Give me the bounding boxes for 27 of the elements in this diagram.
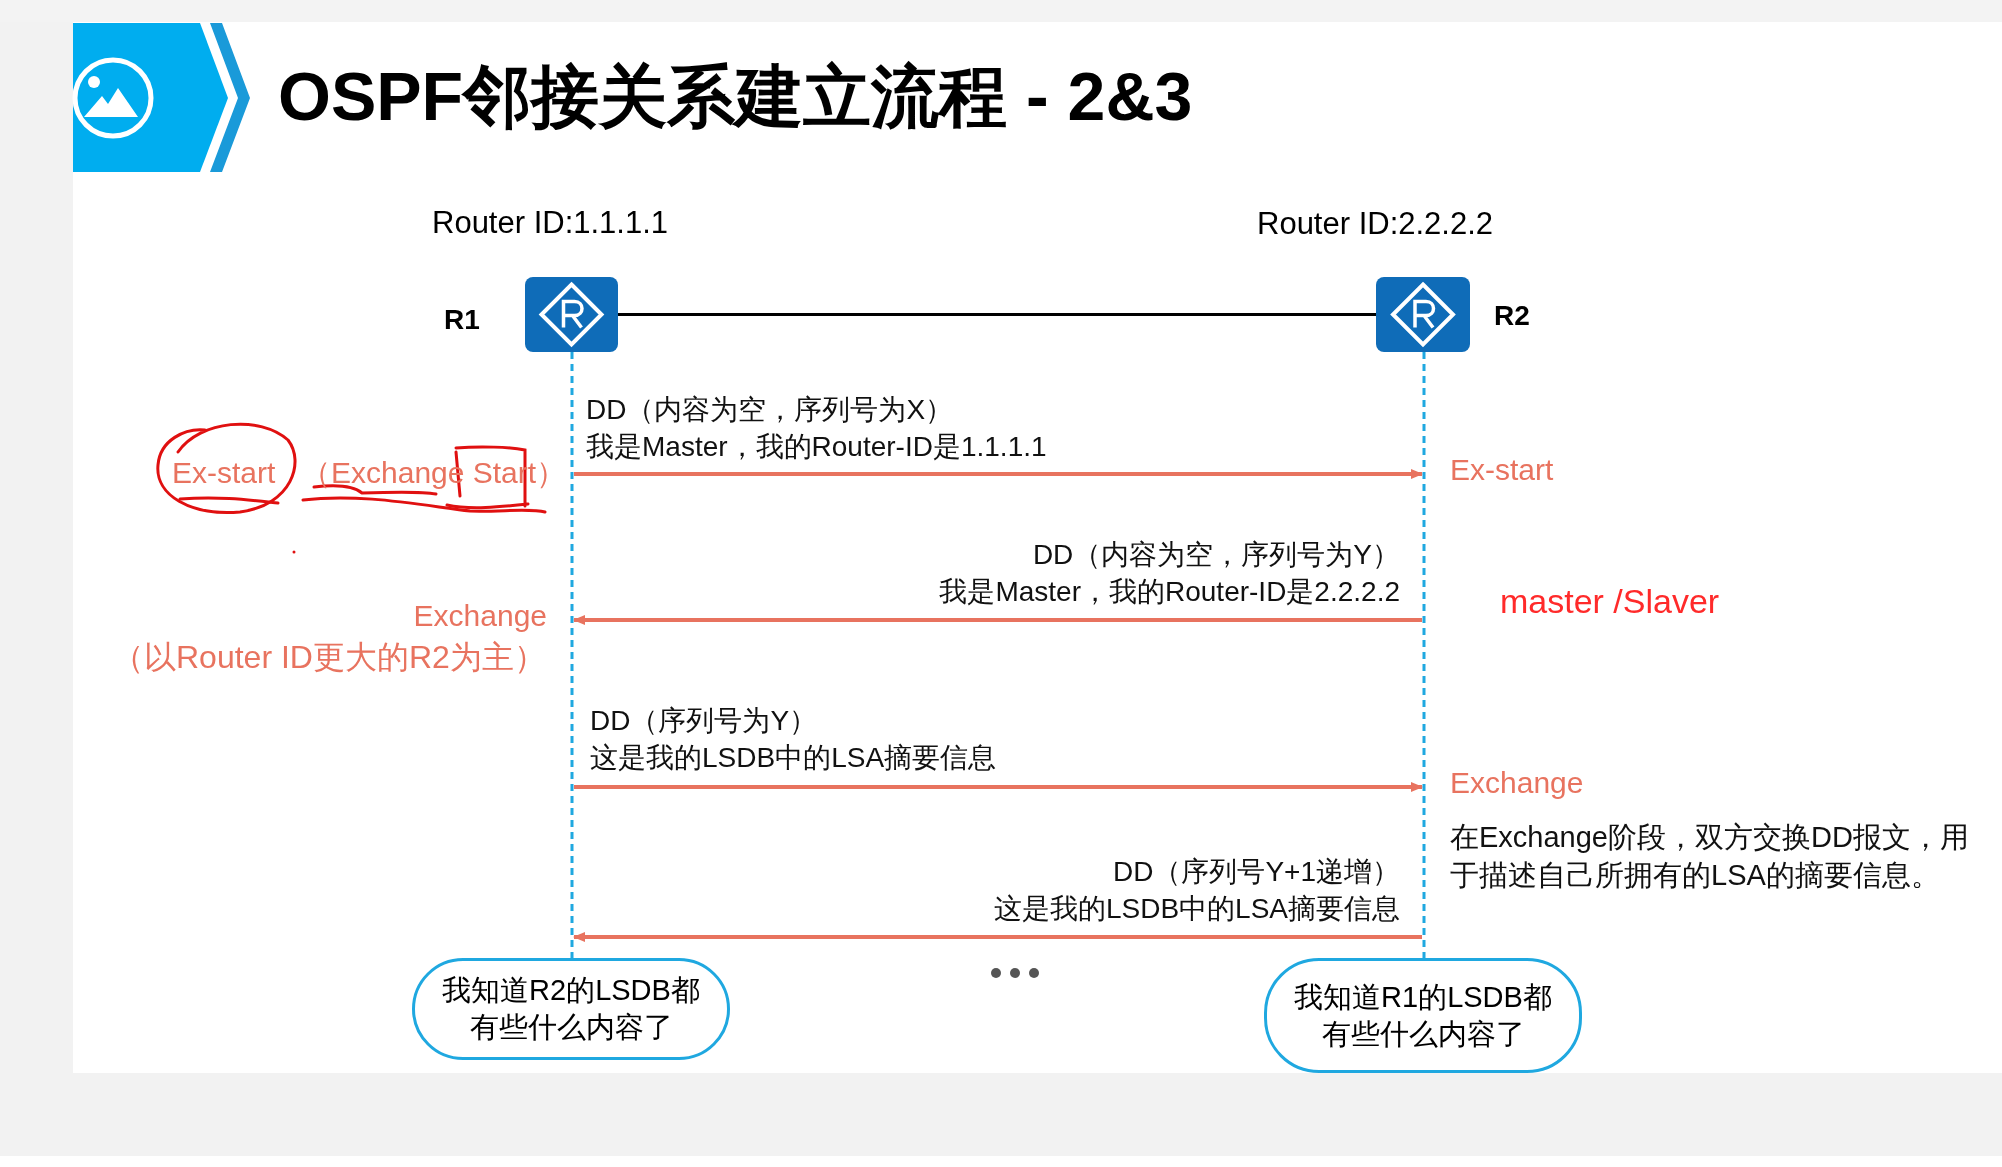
speech-bubble: 我知道R1的LSDB都有些什么内容了 — [1264, 958, 1582, 1073]
role-note: master /Slaver — [1500, 582, 1720, 620]
router-id-label: Router ID:2.2.2.2 — [1257, 206, 1494, 242]
message-label: DD（内容为空，序列号为X）我是Master，我的Router-ID是1.1.1.1 — [586, 393, 1047, 464]
router-name: R2 — [1494, 299, 1530, 333]
state-label: Ex-start — [172, 455, 276, 491]
arrow — [574, 782, 1423, 792]
lifeline — [570, 352, 574, 958]
title: OSPF邻接关系建立流程 - 2&3 — [278, 58, 1193, 134]
arrow — [573, 615, 1422, 625]
state-label: Exchange — [1450, 765, 1584, 801]
router-icon — [1376, 277, 1470, 352]
state-label: Ex-start — [1450, 452, 1554, 488]
speech-bubble: 我知道R2的LSDB都有些什么内容了 — [412, 958, 730, 1060]
state-note: （以Router ID更大的R2为主） — [112, 638, 546, 676]
router-id-label: Router ID:1.1.1.1 — [432, 205, 669, 241]
link-line — [618, 313, 1376, 316]
state-label: Exchange — [413, 598, 547, 634]
message-label: DD（内容为空，序列号为Y）我是Master，我的Router-ID是2.2.2.2 — [939, 538, 1400, 609]
arrow — [574, 469, 1423, 479]
description-text: 在Exchange阶段，双方交换DD报文，用于描述自己所拥有的LSA的摘要信息。 — [1450, 820, 1970, 893]
router-icon — [525, 277, 618, 352]
message-label: DD（序列号为Y）这是我的LSDB中的LSA摘要信息 — [590, 704, 997, 775]
arrow — [573, 932, 1422, 942]
router-name: R1 — [444, 303, 480, 337]
lifeline — [1422, 352, 1426, 958]
message-label: DD（序列号Y+1递增）这是我的LSDB中的LSA摘要信息 — [993, 855, 1400, 926]
